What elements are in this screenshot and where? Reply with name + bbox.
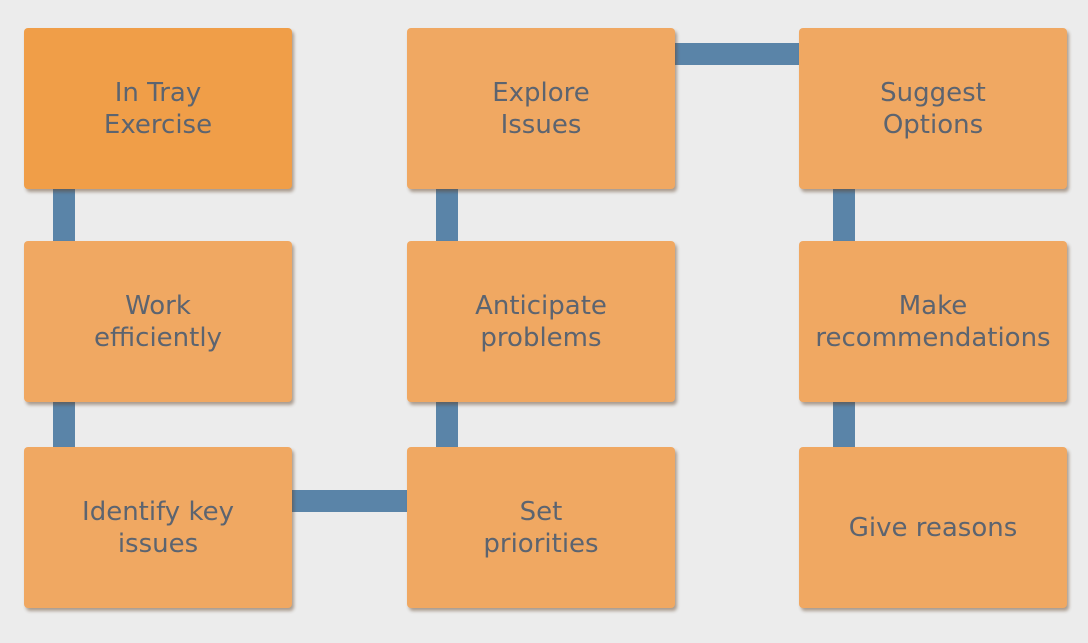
connector-suggest-options-to-make-recommendations bbox=[833, 189, 855, 242]
step-label: Identify key issues bbox=[82, 496, 234, 559]
step-label: Suggest Options bbox=[880, 77, 986, 140]
connector-in-tray-to-work-efficiently bbox=[53, 189, 75, 242]
step-give-reasons: Give reasons bbox=[799, 447, 1067, 608]
step-make-recommendations: Make recommendations bbox=[799, 241, 1067, 402]
step-label: In Tray Exercise bbox=[103, 77, 213, 140]
step-explore-issues: Explore Issues bbox=[407, 28, 675, 189]
step-label: Work efficiently bbox=[94, 290, 222, 353]
step-label: Anticipate problems bbox=[475, 290, 607, 353]
step-label: Make recommendations bbox=[815, 290, 1051, 353]
step-in-tray-exercise: In Tray Exercise bbox=[24, 28, 292, 189]
connector-set-priorities-to-anticipate-problems bbox=[436, 402, 458, 448]
connector-work-efficiently-to-identify-key-issues bbox=[53, 402, 75, 448]
step-identify-key-issues: Identify key issues bbox=[24, 447, 292, 608]
connector-explore-issues-to-suggest-options bbox=[674, 43, 800, 65]
step-work-efficiently: Work efficiently bbox=[24, 241, 292, 402]
connector-make-recommendations-to-give-reasons bbox=[833, 402, 855, 448]
step-anticipate-problems: Anticipate problems bbox=[407, 241, 675, 402]
step-set-priorities: Set priorities bbox=[407, 447, 675, 608]
connector-anticipate-problems-to-explore-issues bbox=[436, 189, 458, 242]
step-label: Explore Issues bbox=[492, 77, 590, 140]
connector-identify-key-issues-to-set-priorities bbox=[291, 490, 408, 512]
step-label: Give reasons bbox=[848, 512, 1018, 543]
step-suggest-options: Suggest Options bbox=[799, 28, 1067, 189]
step-label: Set priorities bbox=[483, 496, 599, 559]
